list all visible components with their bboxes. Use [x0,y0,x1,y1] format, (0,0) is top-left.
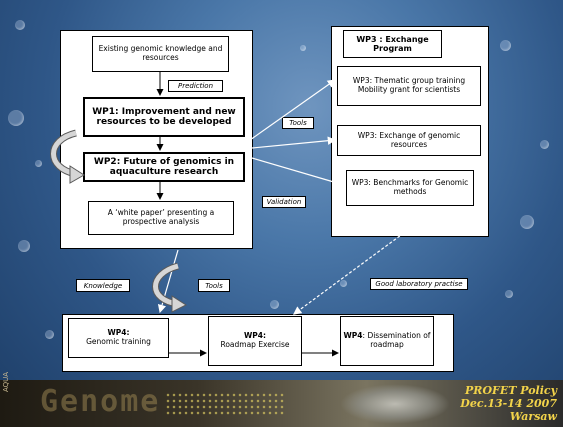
wp4-dissemination-text: : Dissemination of roadmap [362,331,431,349]
wp1-box: WP1: Improvement and new resources to be… [83,97,245,137]
wp3-benchmarks-text: WP3: Benchmarks for Genomic methods [351,178,469,196]
white-paper-text: A ‘white paper’ presenting a prospective… [107,208,215,226]
prediction-text: Prediction [177,82,214,90]
bubble [18,240,30,252]
wp4-training-box: WP4: Genomic training [68,318,169,358]
profet-line-3: Warsaw [509,410,557,424]
arrow-wp3-to-wp4 [293,223,417,315]
wp3-exchange-text: WP3: Exchange of genomic resources [357,130,461,149]
aqua-logo-text: AQUA [2,371,10,392]
arrow-to-exchange [251,136,337,149]
profet-caption: PROFET Policy Dec.13-14 2007 Warsaw [460,384,557,424]
validation-text: Validation [266,198,302,206]
wp3-thematic-text: WP3: Thematic group training Mobility gr… [352,76,466,94]
arrow-paper-to-wp4 [157,249,179,314]
bubble [505,290,513,298]
bubble [540,140,549,149]
wp4-dissemination-title: WP4 [343,331,363,341]
footer-dots-decoration [165,392,285,416]
existing-knowledge-box: Existing genomic knowledge and resources [92,36,229,72]
tools-label-bottom: Tools [198,279,230,292]
profet-line-2: Dec.13-14 2007 [460,397,557,411]
arrow-to-thematic [249,79,336,141]
wp4-roadmap-title: WP4: [244,331,266,341]
wp1-text: WP1: Improvement and new resources to be… [92,106,236,127]
knowledge-label: Knowledge [76,279,130,292]
wp4-training-text: Genomic training [86,337,151,346]
existing-knowledge-text: Existing genomic knowledge and resources [98,44,223,62]
bubble [300,45,306,51]
wp3-exchange-box: WP3: Exchange of genomic resources [337,125,481,156]
wp2-box: WP2: Future of genomics in aquaculture r… [83,152,245,182]
good-lab-label: Good laboratory practise [370,278,468,290]
bubble [35,160,42,167]
wp2-prefix: WP2 [93,156,117,167]
bubble [500,40,511,51]
profet-line-1: PROFET Policy [465,384,557,397]
wp3-title-text: WP3 : Exchange Program [356,34,429,53]
fish-image [340,384,450,424]
genome-logo-text: Genome [40,384,161,419]
curved-arrow-bottom [152,262,188,313]
tools-top-text: Tools [289,119,307,127]
good-lab-text: Good laboratory practise [375,280,463,288]
prediction-label: Prediction [168,80,223,92]
wp4-dissemination-box: WP4: Dissemination of roadmap [340,316,434,366]
bubble [8,110,24,126]
tools-label-top: Tools [282,117,314,129]
wp3-thematic-box: WP3: Thematic group training Mobility gr… [337,66,481,106]
bubble [270,300,279,309]
white-paper-box: A ‘white paper’ presenting a prospective… [88,201,234,235]
tools-bottom-text: Tools [205,281,223,290]
wp4-training-title: WP4: [107,328,130,338]
wp3-title-box: WP3 : Exchange Program [343,30,442,58]
knowledge-text: Knowledge [83,281,123,290]
bubble [45,330,54,339]
wp4-dissemination-wrap: WP4: Dissemination of roadmap [343,332,431,349]
wp3-benchmarks-box: WP3: Benchmarks for Genomic methods [346,170,474,206]
wp2-rest: : Future of genomics in aquaculture rese… [109,156,235,177]
wp4-roadmap-text: Roadmap Exercise [220,340,290,349]
bubble [520,215,534,229]
wp4-roadmap-box: WP4: Roadmap Exercise [208,316,302,366]
bubble [15,20,25,30]
wp2-text-wrap: WP2: Future of genomics in aquaculture r… [87,157,241,178]
validation-label: Validation [262,196,306,208]
bubble [340,280,347,287]
